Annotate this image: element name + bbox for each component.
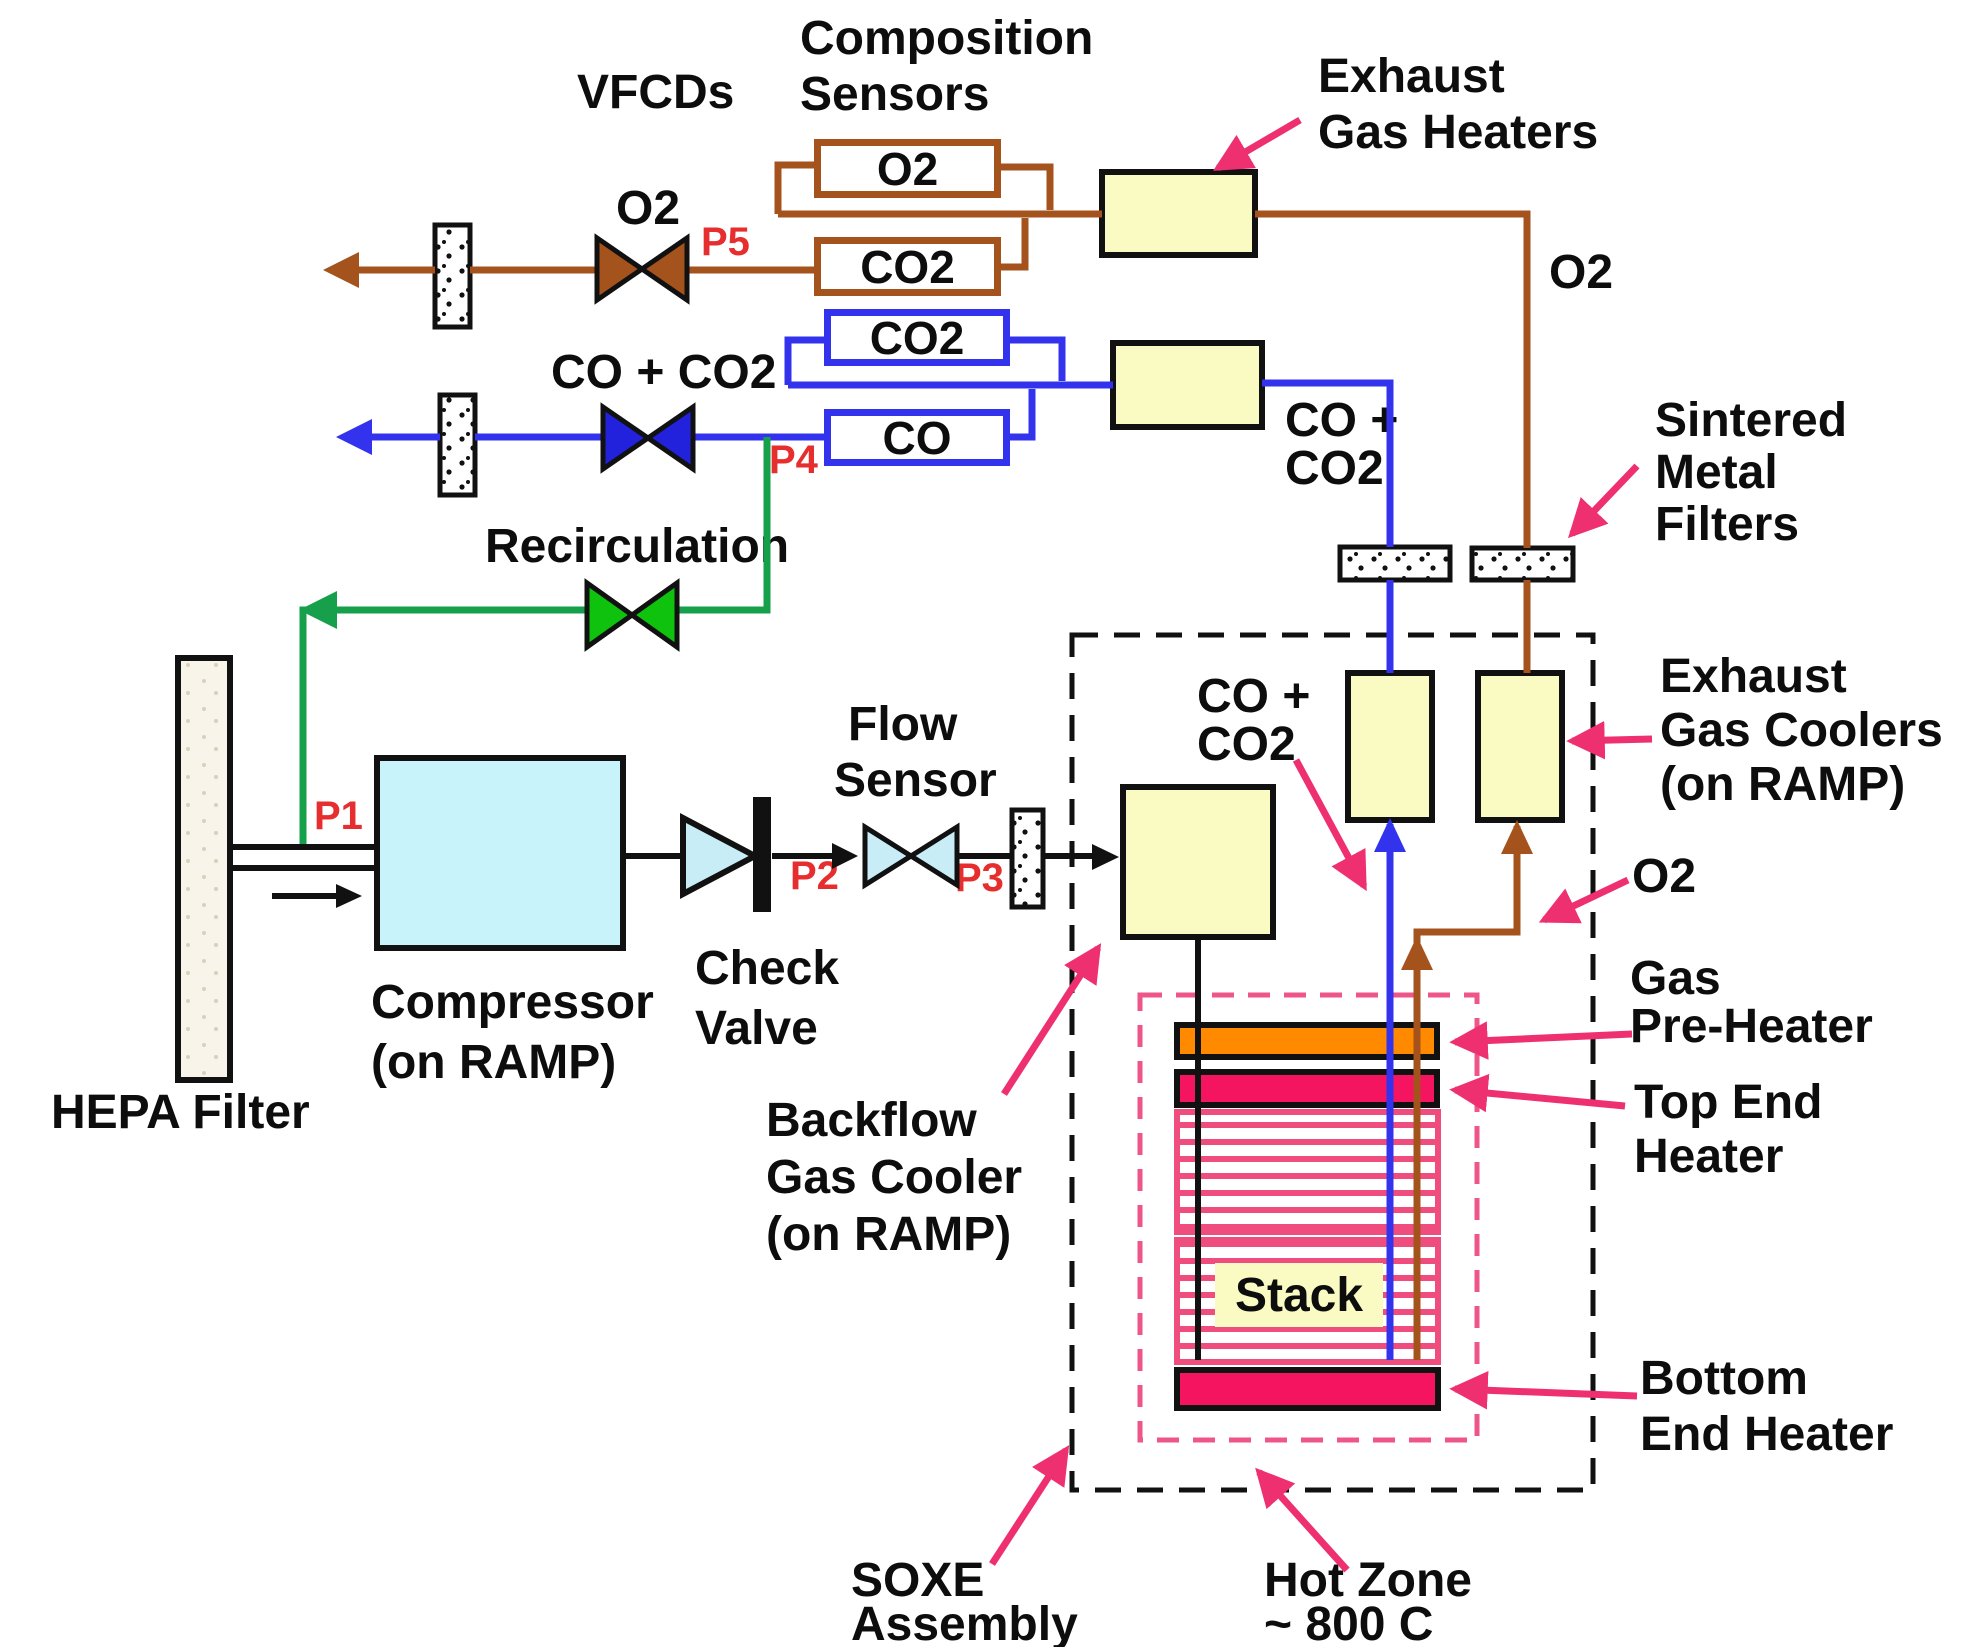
sintered-filter-coco2-vent <box>437 392 478 498</box>
label-exhaust-coolers-3: (on RAMP) <box>1660 758 1906 811</box>
arrow-top-end-heater <box>1449 1073 1626 1113</box>
label-check-valve-2: Valve <box>695 1002 818 1055</box>
recirculation-arrow <box>299 591 337 629</box>
label-sintered-1: Sintered <box>1655 394 1848 447</box>
sensor-co2-blue-label: CO2 <box>869 311 965 364</box>
backflow-gas-cooler-box <box>1120 784 1276 940</box>
stack-winding-upper <box>1174 1109 1441 1235</box>
pressure-tap-p4: P4 <box>769 438 818 482</box>
sensor-co-label: CO <box>882 411 952 464</box>
sintered-filter-o2-vent <box>432 222 473 330</box>
arrow-soxe-assembly <box>989 1445 1070 1566</box>
label-backflow-1: Backflow <box>766 1094 977 1147</box>
label-hot-zone-1: Hot Zone <box>1264 1554 1472 1607</box>
stack-label: Stack <box>1234 1268 1364 1322</box>
label-check-valve-1: Check <box>695 942 840 995</box>
label-o2-top-right: O2 <box>1549 246 1614 299</box>
label-backflow-3: (on RAMP) <box>766 1208 1012 1261</box>
label-coco2-outer-2: CO2 <box>1285 442 1384 495</box>
label-hot-zone-2: ~ 800 C <box>1264 1598 1434 1647</box>
label-bottom-end-heater-2: End Heater <box>1640 1408 1894 1461</box>
stack-box: Stack <box>1215 1263 1383 1327</box>
label-coco2-inner-2: CO2 <box>1197 718 1296 771</box>
arrow-hot-zone <box>1255 1467 1350 1573</box>
coco2-up-arrow-into-cooler <box>1374 818 1406 852</box>
sintered-filter-o2-exhaust <box>1469 545 1576 583</box>
label-compressor-2: (on RAMP) <box>371 1036 617 1089</box>
label-bottom-end-heater-1: Bottom <box>1640 1352 1808 1405</box>
coco2-vent-arrow <box>336 419 372 455</box>
label-vfcds: VFCDs <box>577 66 735 119</box>
coco2-flow-lines <box>343 336 1394 1360</box>
pressure-tap-p3: P3 <box>955 856 1004 900</box>
composition-sensor-co: CO <box>824 409 1010 466</box>
composition-sensor-o2: O2 <box>814 139 1001 198</box>
label-backflow-2: Gas Cooler <box>766 1151 1023 1204</box>
check-valve-symbol <box>680 797 771 912</box>
label-coco2-valve: CO + CO2 <box>551 346 777 399</box>
arrow-exhaust-gas-coolers <box>1566 720 1653 760</box>
label-composition-2: Sensors <box>800 68 990 121</box>
label-gas-preheater-2: Pre-Heater <box>1630 1000 1873 1053</box>
label-coco2-outer-1: CO + <box>1285 394 1399 447</box>
sensor-co2-brown-label: CO2 <box>860 240 955 293</box>
label-composition-1: Composition <box>800 12 1094 65</box>
label-flow-sensor-1: Flow <box>848 698 958 751</box>
arrow-o2-return <box>1538 876 1630 924</box>
top-end-heater-bar <box>1174 1069 1440 1108</box>
composition-sensor-co2-coline: CO2 <box>824 309 1010 366</box>
gas-preheater-bar <box>1174 1022 1440 1060</box>
label-hepa-filter: HEPA Filter <box>51 1086 310 1139</box>
o2-flow-lines <box>330 161 1531 1360</box>
label-exhaust-heaters-1: Exhaust <box>1318 50 1505 103</box>
arrow-sintered-metal-filters <box>1568 463 1640 539</box>
label-top-end-heater-1: Top End <box>1634 1076 1823 1129</box>
label-soxe-1: SOXE <box>851 1554 985 1607</box>
pressure-tap-p2: P2 <box>790 854 839 898</box>
sensor-o2-label: O2 <box>876 142 939 195</box>
arrow-backflow-gas-cooler <box>1001 943 1102 1096</box>
o2-vfcd-valve-symbol <box>594 233 690 305</box>
arrow-gas-preheater <box>1449 1021 1633 1060</box>
main-flow-lines <box>230 844 1201 1360</box>
label-compressor-1: Compressor <box>371 976 654 1029</box>
label-coco2-inner-1: CO + <box>1197 670 1311 723</box>
o2-up-arrow-from-stack <box>1401 936 1433 970</box>
hot-zone-dashed-box <box>1137 992 1480 1443</box>
label-exhaust-heaters-2: Gas Heaters <box>1318 106 1599 159</box>
p2-flow-arrow <box>832 843 858 869</box>
flow-sensor-symbol <box>862 822 960 890</box>
coco2-vfcd-valve-symbol <box>600 402 696 474</box>
arrow-exhaust-gas-heaters <box>1213 116 1302 172</box>
exhaust-gas-cooler-o2-box <box>1475 670 1565 823</box>
label-soxe-2: Assembly <box>851 1598 1078 1647</box>
label-o2-mid-right: O2 <box>1632 850 1697 903</box>
label-flow-sensor-2: Sensor <box>834 754 997 807</box>
pressure-tap-p5: P5 <box>701 220 750 264</box>
arrow-bottom-end-heater <box>1449 1371 1638 1410</box>
recirculation-valve-symbol <box>584 578 680 652</box>
pressure-tap-p1: P1 <box>314 794 363 838</box>
sintered-filter-coco2-exhaust <box>1337 544 1453 583</box>
o2-up-arrow-into-cooler <box>1501 820 1533 854</box>
label-recirculation: Recirculation <box>485 520 790 573</box>
inlet-to-backflow-arrow <box>1092 844 1119 870</box>
label-top-end-heater-2: Heater <box>1634 1130 1784 1183</box>
inlet-flow-arrow <box>336 884 362 908</box>
bottom-end-heater-bar <box>1174 1367 1441 1411</box>
soxe-assembly-dashed-box <box>1069 632 1596 1493</box>
label-sintered-2: Metal <box>1655 446 1778 499</box>
annotation-arrows <box>989 116 1653 1573</box>
label-gas-preheater-1: Gas <box>1630 952 1721 1005</box>
composition-sensor-co2-o2line: CO2 <box>814 237 1001 296</box>
label-o2-valve: O2 <box>616 182 681 235</box>
label-exhaust-coolers-2: Gas Coolers <box>1660 704 1943 757</box>
o2-vent-arrow <box>323 252 359 288</box>
recirculation-lines <box>299 437 771 847</box>
label-sintered-3: Filters <box>1655 498 1800 551</box>
arrow-coco2-return <box>1292 758 1368 892</box>
label-exhaust-coolers-1: Exhaust <box>1660 650 1847 703</box>
